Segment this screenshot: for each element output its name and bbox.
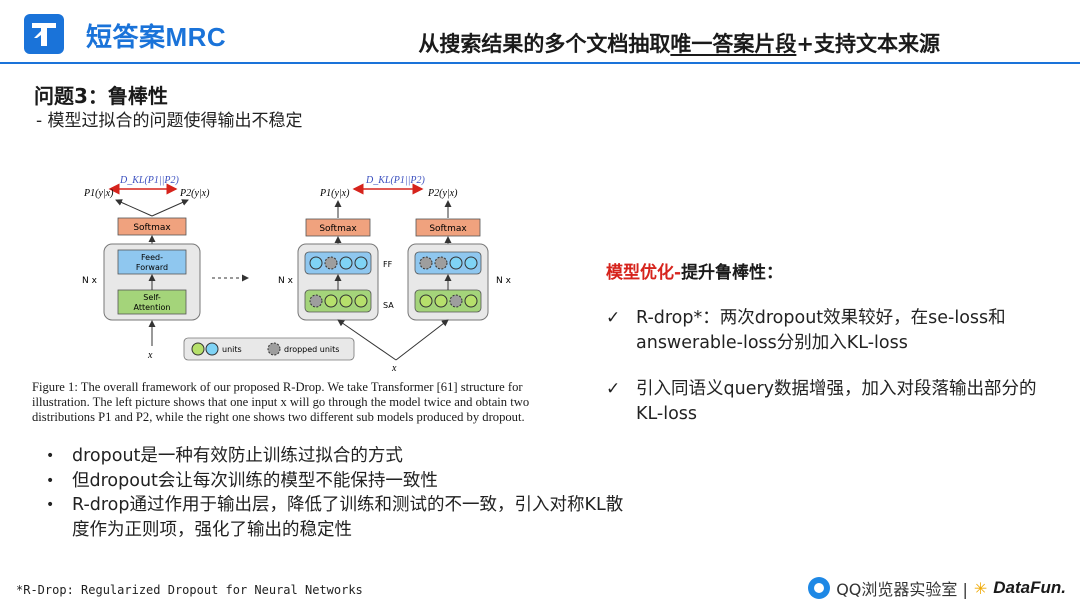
submodel-2-sa-units [419,294,478,308]
left-nx-label: N x [82,276,98,286]
rdrop-figure: D_KL(P1||P2) P1(y|x) P2(y|x) Softmax Fee… [82,175,512,374]
logo-t-icon [32,23,56,46]
right-p2-label: P2(y|x) [427,188,458,199]
submodel-1-ff-units [309,256,368,270]
title-part1: 从搜索结果的多个文档抽取 [418,32,671,56]
svg-text:Attention: Attention [134,303,171,312]
footnote: *R-Drop: Regularized Dropout for Neural … [16,583,363,597]
logo [24,14,64,54]
right-dkl-label: D_KL(P1||P2) [365,175,425,186]
brand-title: 短答案MRC [86,22,227,52]
ff-label: FF [383,260,393,269]
title-underlined: 唯一答案片段 [670,32,797,56]
left-p1-label: P1(y|x) [83,188,114,199]
check-icon: ✓ [606,379,621,399]
qq-browser-icon [808,577,831,599]
optimization-title: 模型优化-提升鲁棒性： [606,263,784,283]
svg-text:Self-: Self- [143,293,161,302]
right-x-label: x [391,363,397,374]
browser-lab-label: QQ浏览器实验室 | [836,580,968,599]
right-nx-left-label: N x [278,276,294,286]
datafun-star-icon: ✳ [973,578,988,598]
sa-label: SA [383,301,394,310]
slide-title: 从搜索结果的多个文档抽取唯一答案片段+支持文本来源 [418,28,940,58]
legend-dropped-label: dropped units [284,345,339,354]
submodel-1-sa-units [309,294,368,308]
bullet-item: •但dropout会让每次训练的模型不能保持一致性 [44,469,624,494]
title-part2: +支持文本来源 [796,32,940,56]
optimization-item: ✓引入同语义query数据增强，加入对段落输出部分的KL-loss [606,379,1037,424]
bullet-item: •dropout是一种有效防止训练过拟合的方式 [44,444,624,469]
legend-units-label: units [222,345,242,354]
right2-softmax-label: Softmax [429,224,467,234]
right-nx-right-label: N x [496,276,512,286]
figure-caption: Figure 1: The overall framework of our p… [32,380,530,424]
left-softmax-label: Softmax [133,223,171,233]
header-divider [0,62,1080,64]
bullet-list: •dropout是一种有效防止训练过拟合的方式 •但dropout会让每次训练的… [44,444,624,542]
check-icon: ✓ [606,308,621,328]
right1-softmax-label: Softmax [319,224,357,234]
bullet-dot-icon: • [46,497,55,513]
bullet-dot-icon: • [46,472,55,489]
submodel-2-ff-units [419,256,478,270]
left-x-label: x [147,350,153,361]
left-p2-label: P2(y|x) [179,188,210,199]
optimization-list: ✓R-drop*：两次dropout效果较好，在se-loss和answerab… [606,306,1046,448]
problem-title: 问题3：鲁棒性 [34,84,168,108]
svg-text:Forward: Forward [136,263,168,272]
datafun-label: DataFun. [993,578,1066,597]
bullet-dot-icon: • [46,448,55,464]
svg-text:Feed-: Feed- [141,253,163,262]
problem-subtitle: - 模型过拟合的问题使得输出不稳定 [36,111,303,131]
optimization-item: ✓R-drop*：两次dropout效果较好，在se-loss和answerab… [606,308,1006,353]
right-p1-label: P1(y|x) [319,188,350,199]
footer-brand: QQ浏览器实验室 | ✳ DataFun. [808,576,1066,600]
left-dkl-label: D_KL(P1||P2) [119,175,179,186]
bullet-item: •R-drop通过作用于输出层，降低了训练和测试的不一致，引入对称KL散度作为正… [46,495,624,540]
